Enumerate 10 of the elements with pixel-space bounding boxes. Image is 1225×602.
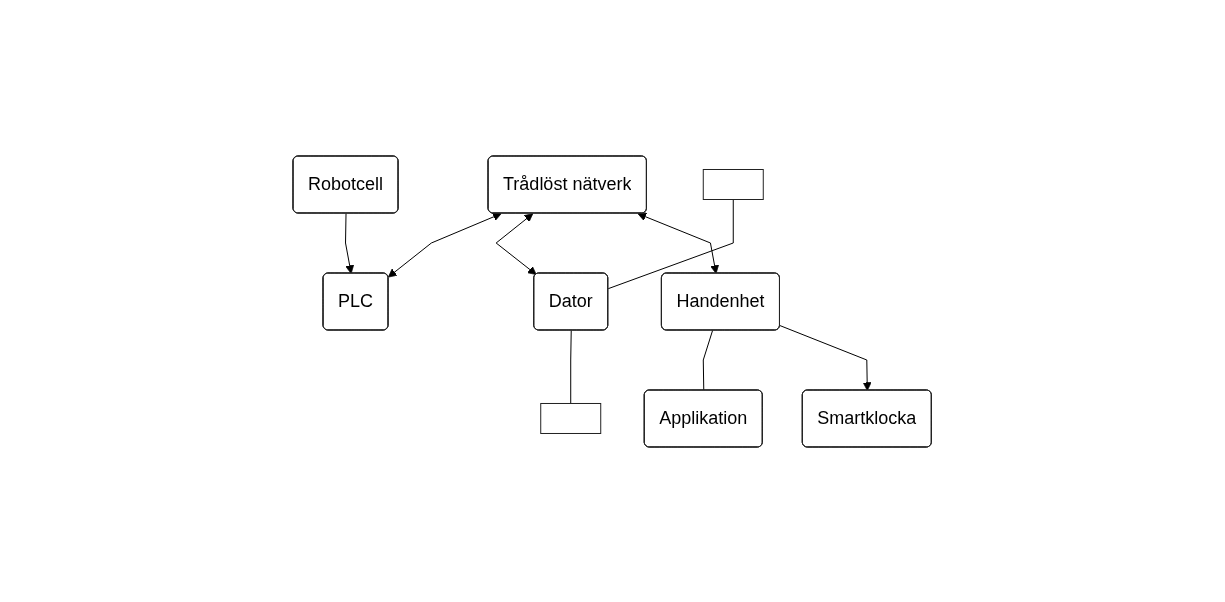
node-box bbox=[540, 402, 602, 434]
connector bbox=[570, 329, 573, 404]
node-box bbox=[703, 168, 765, 200]
arrow bbox=[637, 212, 720, 274]
arrow bbox=[495, 212, 537, 275]
arrow bbox=[388, 212, 502, 277]
arrow bbox=[779, 324, 872, 391]
arrow bbox=[345, 212, 355, 274]
connector bbox=[703, 329, 714, 391]
connector bbox=[608, 198, 735, 289]
